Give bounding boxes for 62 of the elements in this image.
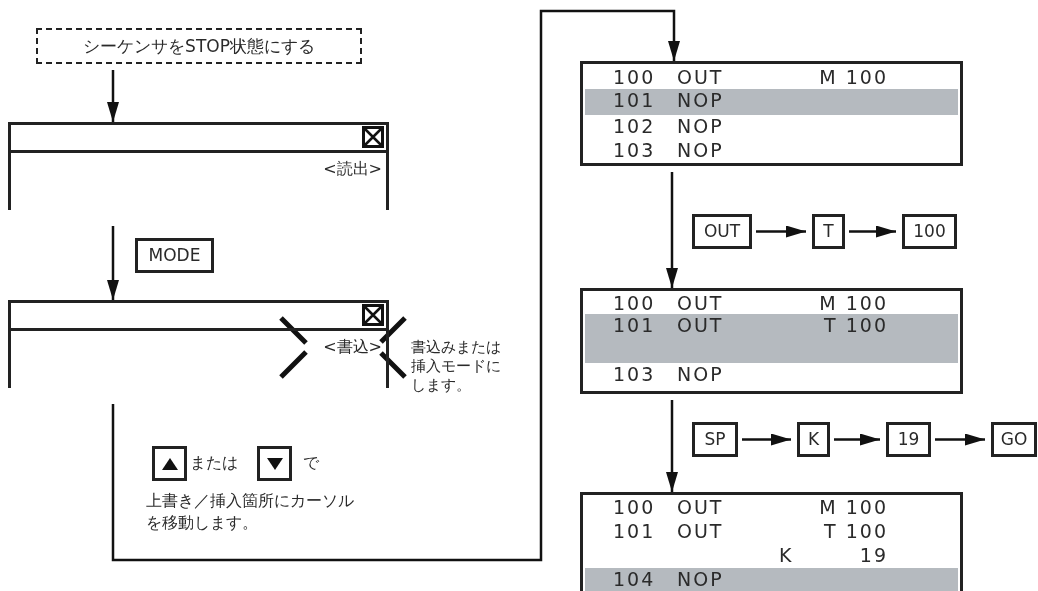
key-button: MODE [135,238,214,273]
instruction: OUT [677,496,724,518]
step-number: 102 [613,115,656,137]
arrow [834,433,880,446]
step-number: 101 [613,314,656,336]
operand: 19 [859,544,888,566]
arrow [666,172,678,288]
operand: M 100 [819,66,888,88]
side-note: 書込みまたは挿入モードにします。 [411,338,502,395]
instruction: OUT [677,66,724,88]
arrow [111,9,680,562]
instruction: NOP [677,115,724,137]
step-number: 101 [613,520,656,542]
key-button: GO [991,422,1037,457]
operand: M 100 [819,292,888,314]
step-number: 100 [613,292,656,314]
screen-window [8,300,389,388]
highlighted-row [585,314,958,363]
arrow [756,225,806,238]
operand: T 100 [824,314,888,336]
step-number: 104 [613,568,656,590]
mode-label: <書込> [323,337,382,358]
key-button: 19 [886,422,931,457]
key-button: OUT [692,214,752,249]
step-number: 100 [613,66,656,88]
arrow [935,433,985,446]
arrow [742,433,791,446]
instruction-text: 上書き／挿入箇所にカーソルを移動します。 [146,490,355,534]
display-screen [580,288,963,394]
instruction: NOP [677,89,724,111]
step-number: 103 [613,363,656,385]
instruction: OUT [677,520,724,542]
instruction: NOP [677,139,724,161]
display-screen [580,61,963,166]
highlighted-row [585,568,958,591]
operand: K [779,544,794,566]
key-button: 100 [902,214,957,249]
display-screen [580,492,963,591]
instruction: NOP [677,363,724,385]
key-button: T [812,214,845,249]
instruction: OUT [677,314,724,336]
arrow [666,400,678,492]
arrow [849,225,896,238]
key-button [152,446,187,481]
operand: T 100 [824,520,888,542]
arrow [107,226,119,300]
highlighted-row [585,89,958,115]
key-button [257,446,292,481]
step-number: 103 [613,139,656,161]
instruction: OUT [677,292,724,314]
connector-word: で [303,452,319,474]
step-number: 100 [613,496,656,518]
screen-window [8,122,389,210]
instruction: NOP [677,568,724,590]
mode-label: <読出> [323,159,382,180]
key-button: K [797,422,830,457]
connector-word: または [190,452,238,474]
operand: M 100 [819,496,888,518]
note-box: シーケンサをSTOP状態にする [36,28,362,64]
arrow [107,70,119,122]
step-number: 101 [613,89,656,111]
key-button: SP [692,422,738,457]
